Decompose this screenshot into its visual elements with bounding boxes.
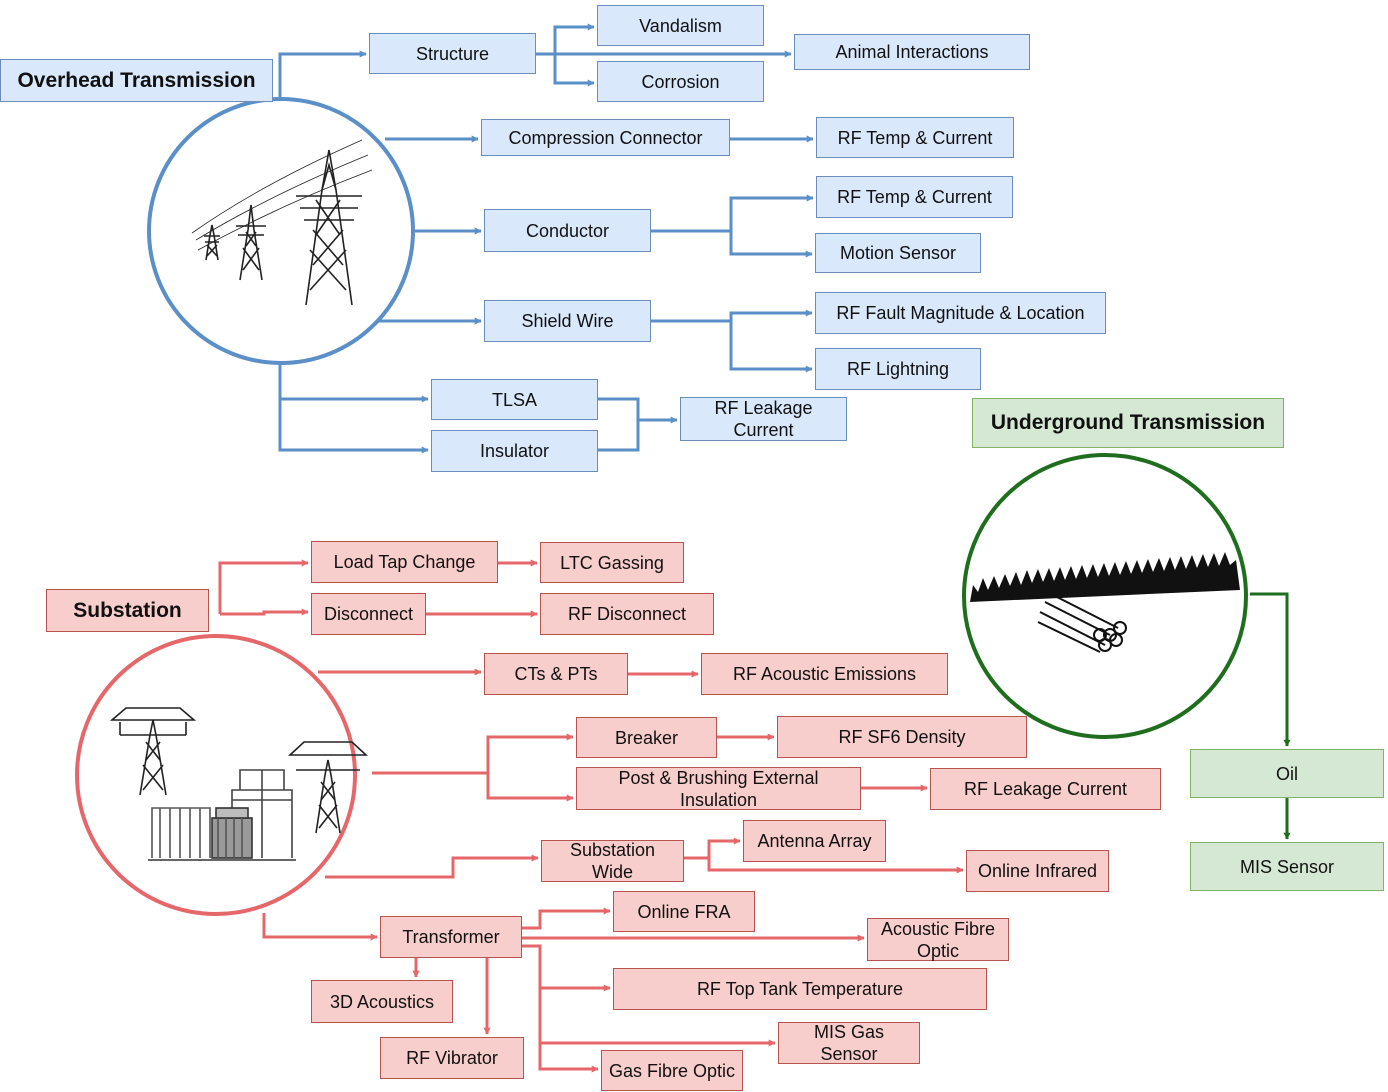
rf-lightning-box: RF Lightning <box>815 348 981 390</box>
3d-acoustics-box: 3D Acoustics <box>311 980 453 1023</box>
substation-connectors <box>218 559 964 1073</box>
transformer-box: Transformer <box>380 916 522 958</box>
online-infrared-box: Online Infrared <box>966 850 1109 892</box>
substation-to-breaker-arrow <box>372 733 574 775</box>
mis-gas-sensor-box: MIS Gas Sensor <box>778 1022 920 1064</box>
rf-temp-current-box-1: RF Temp & Current <box>816 117 1014 158</box>
substation-to-disconnect-arrow <box>220 608 309 616</box>
structure-to-vandalism-arrow <box>536 23 595 56</box>
conductor-box: Conductor <box>484 209 651 252</box>
rf-top-tank-temperature-box: RF Top Tank Temperature <box>613 968 987 1010</box>
shield-to-rffault-arrow <box>651 309 813 323</box>
conductor-to-rftemp-arrow <box>651 194 814 233</box>
insulator-box: Insulator <box>431 430 598 472</box>
overhead-to-structure-arrow <box>278 50 367 100</box>
underground-cable-icon <box>970 552 1240 653</box>
shield-wire-box: Shield Wire <box>484 300 651 342</box>
substation-wide-box: Substation Wide <box>541 840 684 882</box>
tlsa-insulator-to-leakage-arrow <box>598 397 677 452</box>
transmission-towers-icon <box>191 139 373 306</box>
antenna-array-box: Antenna Array <box>743 820 886 862</box>
structure-box: Structure <box>369 33 536 74</box>
breaker-box: Breaker <box>576 717 717 758</box>
rf-sf6-density-box: RF SF6 Density <box>777 716 1027 758</box>
substation-to-wide-arrow <box>325 854 539 879</box>
substation-to-transformer-arrow <box>262 913 378 941</box>
vandalism-box: Vandalism <box>597 5 764 46</box>
load-tap-change-box: Load Tap Change <box>311 541 498 583</box>
animal-interactions-box: Animal Interactions <box>794 34 1030 70</box>
acoustic-fibre-optic-box: Acoustic Fibre Optic <box>867 918 1009 961</box>
wide-to-infrared-arrow <box>707 858 964 874</box>
rf-vibrator-box: RF Vibrator <box>380 1037 524 1079</box>
wide-to-antenna-arrow <box>684 837 741 860</box>
mis-sensor-box: MIS Sensor <box>1190 842 1384 891</box>
transformer-to-gasfibre-arrow <box>538 1043 599 1073</box>
tlsa-box: TLSA <box>431 379 598 420</box>
substation-circle <box>75 634 357 916</box>
overhead-transmission-title: Overhead Transmission <box>0 59 273 102</box>
underground-transmission-title: Underground Transmission <box>972 398 1284 448</box>
rf-leakage-current-sub-box: RF Leakage Current <box>930 768 1161 810</box>
substation-to-post-arrow <box>486 773 574 802</box>
overhead-connectors <box>278 23 814 454</box>
cts-pts-box: CTs & PTs <box>484 653 628 695</box>
disconnect-box: Disconnect <box>311 593 426 635</box>
rf-fault-box: RF Fault Magnitude & Location <box>815 292 1106 334</box>
substation-to-ltc-arrow <box>218 559 309 614</box>
underground-connectors <box>1250 592 1291 840</box>
substation-title: Substation <box>46 589 209 632</box>
ltc-gassing-box: LTC Gassing <box>540 542 684 583</box>
rf-acoustic-emissions-box: RF Acoustic Emissions <box>701 653 948 695</box>
corrosion-box: Corrosion <box>597 61 764 102</box>
rf-leakage-current-box: RF Leakage Current <box>680 397 847 441</box>
rf-disconnect-box: RF Disconnect <box>540 593 714 635</box>
oil-box: Oil <box>1190 749 1384 798</box>
online-fra-box: Online FRA <box>613 891 755 932</box>
compression-connector-box: Compression Connector <box>481 119 730 156</box>
substation-equipment-icon <box>109 707 369 861</box>
conductor-to-motion-arrow <box>729 231 813 258</box>
shield-to-lightning-arrow <box>729 321 813 373</box>
motion-sensor-box: Motion Sensor <box>815 233 981 273</box>
rf-temp-current-box-2: RF Temp & Current <box>816 176 1013 218</box>
post-bushing-box: Post & Brushing External Insulation <box>576 767 861 810</box>
gas-fibre-optic-box: Gas Fibre Optic <box>601 1050 743 1091</box>
underground-to-oil-arrow <box>1250 592 1291 747</box>
overhead-to-tlsa-arrow <box>278 363 429 454</box>
structure-to-corrosion-arrow <box>553 54 595 87</box>
overhead-circle <box>147 97 415 365</box>
transformer-to-fra-arrow <box>522 907 611 930</box>
transformer-to-branch-arrow <box>522 944 611 992</box>
